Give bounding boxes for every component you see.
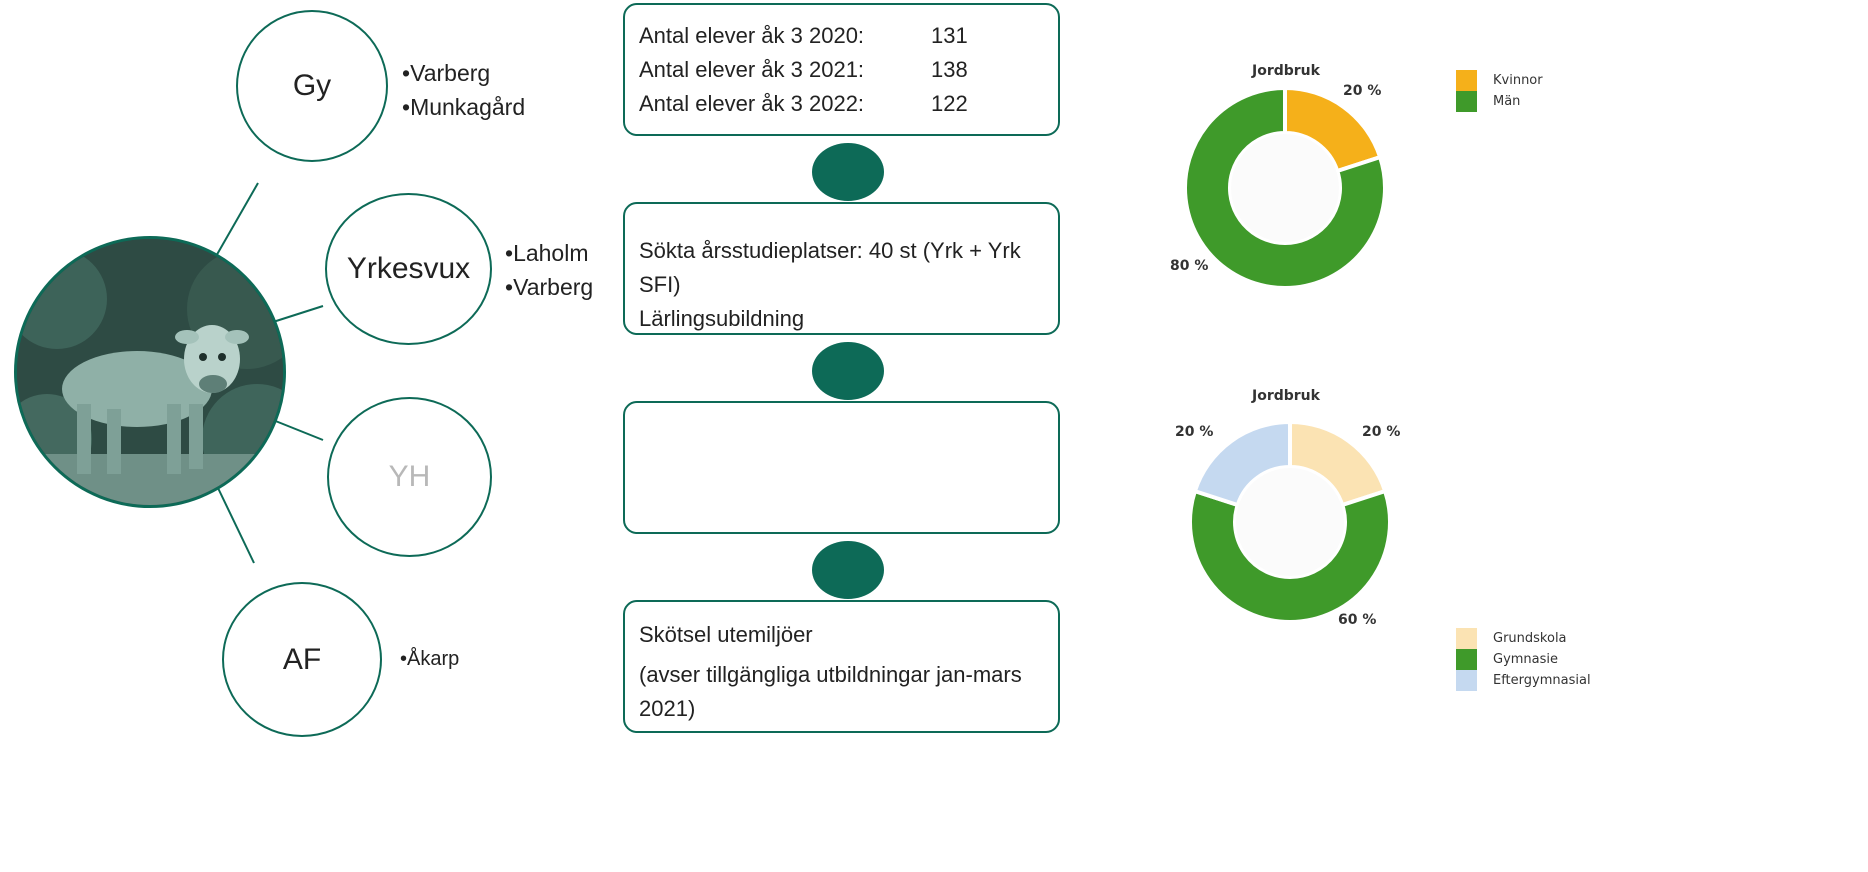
legend-item-kvinnor: Kvinnor: [1456, 70, 1543, 91]
chart-2-label-grundskola: 20 %: [1362, 424, 1401, 440]
circle-yrkesvux: Yrkesvux: [325, 193, 492, 345]
legend-item-grundskola: Grundskola: [1456, 628, 1591, 649]
yrkesvux-line: Lärlingsubildning: [639, 306, 805, 331]
legend-swatch: [1456, 649, 1477, 670]
yrkesvux-location-item: •Varberg: [505, 274, 594, 300]
af-location-item: •Åkarp: [400, 648, 460, 670]
connector-dot: [812, 342, 884, 400]
chart-2-title: Jordbruk: [1252, 388, 1320, 404]
circle-af: AF: [222, 582, 382, 737]
donut-slice-män: [1183, 85, 1387, 290]
students-row: Antal elever åk 3 2020:131: [639, 23, 968, 48]
yrkesvux-box: Sökta årsstudieplatser: 40 st (Yrk + Yrk…: [623, 202, 1060, 335]
chart-2-label-eftergymnasial: 20 %: [1175, 424, 1214, 440]
af-line: (avser tillgängliga utbildningar jan-mar…: [639, 662, 1022, 721]
circle-yh-label: YH: [388, 460, 431, 493]
circle-yrkesvux-label: Yrkesvux: [346, 252, 471, 285]
legend-swatch: [1456, 91, 1477, 112]
legend-item-man: Män: [1456, 91, 1543, 112]
circle-af-label: AF: [282, 642, 322, 676]
gy-locations: •Varberg •Munkagård: [402, 56, 525, 124]
legend-swatch: [1456, 70, 1477, 91]
af-locations: •Åkarp: [400, 642, 459, 676]
legend-item-gymnasie: Gymnasie: [1456, 649, 1591, 670]
yh-box: [623, 401, 1060, 534]
chart-1-title: Jordbruk: [1252, 63, 1320, 79]
chart-1-label-kvinnor: 20 %: [1343, 83, 1382, 99]
circle-gy-label: Gy: [292, 69, 332, 102]
yrkesvux-locations: •Laholm •Varberg: [505, 236, 593, 304]
chart-1-donut: [1183, 85, 1387, 290]
donut-hole: [1231, 134, 1339, 242]
legend-swatch: [1456, 670, 1477, 691]
connector-dot: [812, 143, 884, 201]
chart-1-label-man: 80 %: [1170, 258, 1209, 274]
chart-2-legend: Grundskola Gymnasie Eftergymnasial: [1456, 628, 1591, 691]
chart-1-legend: Kvinnor Män: [1456, 70, 1543, 112]
legend-swatch: [1456, 628, 1477, 649]
donut-slice-gymnasie: [1188, 488, 1392, 624]
students-row: Antal elever åk 3 2021:138: [639, 57, 968, 82]
gy-location-item: •Munkagård: [402, 94, 526, 120]
students-box: Antal elever åk 3 2020:131 Antal elever …: [623, 3, 1060, 136]
connector-dot: [812, 541, 884, 599]
donut-hole: [1236, 468, 1344, 576]
chart-2-donut: [1188, 419, 1392, 624]
chart-2-label-gymnasie: 60 %: [1338, 612, 1377, 628]
gy-location-item: •Varberg: [402, 60, 491, 86]
circle-yh: YH: [327, 397, 492, 557]
af-box: Skötsel utemiljöer (avser tillgängliga u…: [623, 600, 1060, 733]
students-row: Antal elever åk 3 2022:122: [639, 91, 968, 116]
donut-slice-eftergymnasial: [1192, 419, 1292, 508]
yrkesvux-location-item: •Laholm: [505, 240, 589, 266]
yrkesvux-line: Sökta årsstudieplatser: 40 st (Yrk + Yrk…: [639, 238, 1021, 297]
legend-item-eftergymnasial: Eftergymnasial: [1456, 670, 1591, 691]
cow-photo: [14, 236, 286, 508]
af-line: Skötsel utemiljöer: [639, 622, 813, 647]
circle-gy: Gy: [236, 10, 388, 162]
